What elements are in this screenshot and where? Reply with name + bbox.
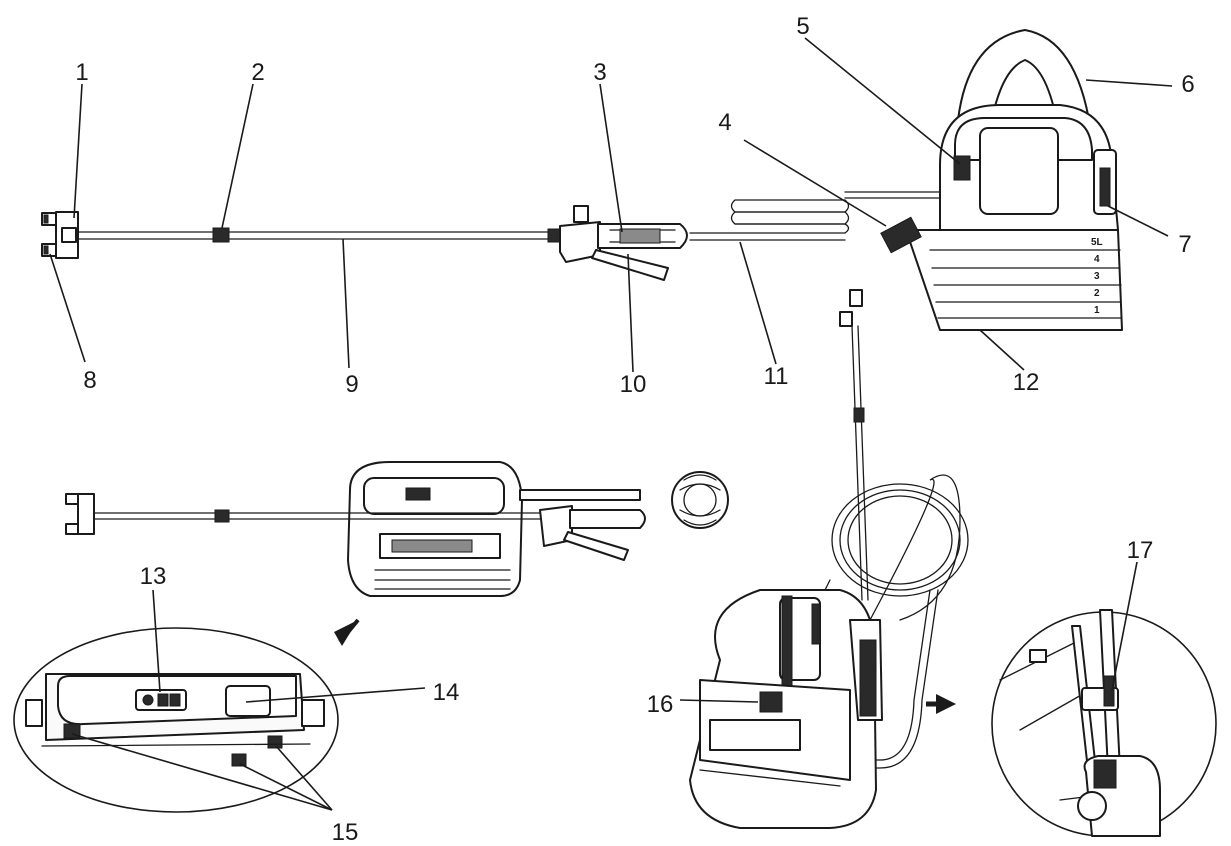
tank-body: 5L 4 3 2 1 (880, 29, 1123, 331)
tank-level-2: 2 (1094, 288, 1100, 299)
double-nozzle-head (41, 211, 79, 259)
lance-connector (212, 227, 230, 243)
callout-14: 14 (433, 679, 460, 706)
storage-clip (759, 691, 783, 713)
callout-10: 10 (620, 371, 647, 398)
callout-13: 13 (140, 563, 167, 590)
callout-6: 6 (1181, 71, 1194, 98)
tank-level-3: 3 (1094, 271, 1100, 282)
callout-1: 1 (75, 59, 88, 86)
callout-15: 15 (332, 819, 359, 846)
stored-hose-coil (671, 471, 729, 529)
mounting-tab-right (267, 735, 283, 749)
tank-level-1: 1 (1094, 305, 1100, 316)
callout-9: 9 (345, 371, 358, 398)
callout-5: 5 (796, 13, 809, 40)
tank-level-5l: 5L (1091, 237, 1103, 248)
callout-12: 12 (1013, 369, 1040, 396)
battery-release-latch (225, 685, 271, 717)
side-clip (1099, 167, 1111, 207)
callout-8: 8 (83, 367, 96, 394)
top-callouts (49, 37, 1173, 373)
trigger (591, 249, 669, 281)
tank-level-4: 4 (1094, 254, 1100, 265)
lance-clip-detail (991, 609, 1217, 837)
detail-callouts (71, 589, 426, 811)
callout-17: 17 (1127, 537, 1154, 564)
coiled-hose (689, 191, 941, 241)
mounting-tab-mid (231, 753, 247, 767)
on-off-switch (953, 155, 971, 181)
callout-2: 2 (251, 59, 264, 86)
callout-16: 16 (647, 691, 674, 718)
lance-holder-view (689, 289, 969, 829)
lance-tube (77, 231, 556, 240)
callout-3: 3 (593, 59, 606, 86)
spray-handle (559, 205, 688, 281)
callout-7: 7 (1178, 231, 1191, 258)
stored-sprayer-view (65, 461, 729, 597)
battery-compartment-detail (13, 627, 339, 813)
callout-11: 11 (764, 363, 789, 390)
arrow-to-holder-detail (936, 694, 956, 714)
filler-cap (880, 216, 922, 254)
callout-4: 4 (718, 109, 731, 136)
spray-lance-assembly (41, 191, 941, 281)
